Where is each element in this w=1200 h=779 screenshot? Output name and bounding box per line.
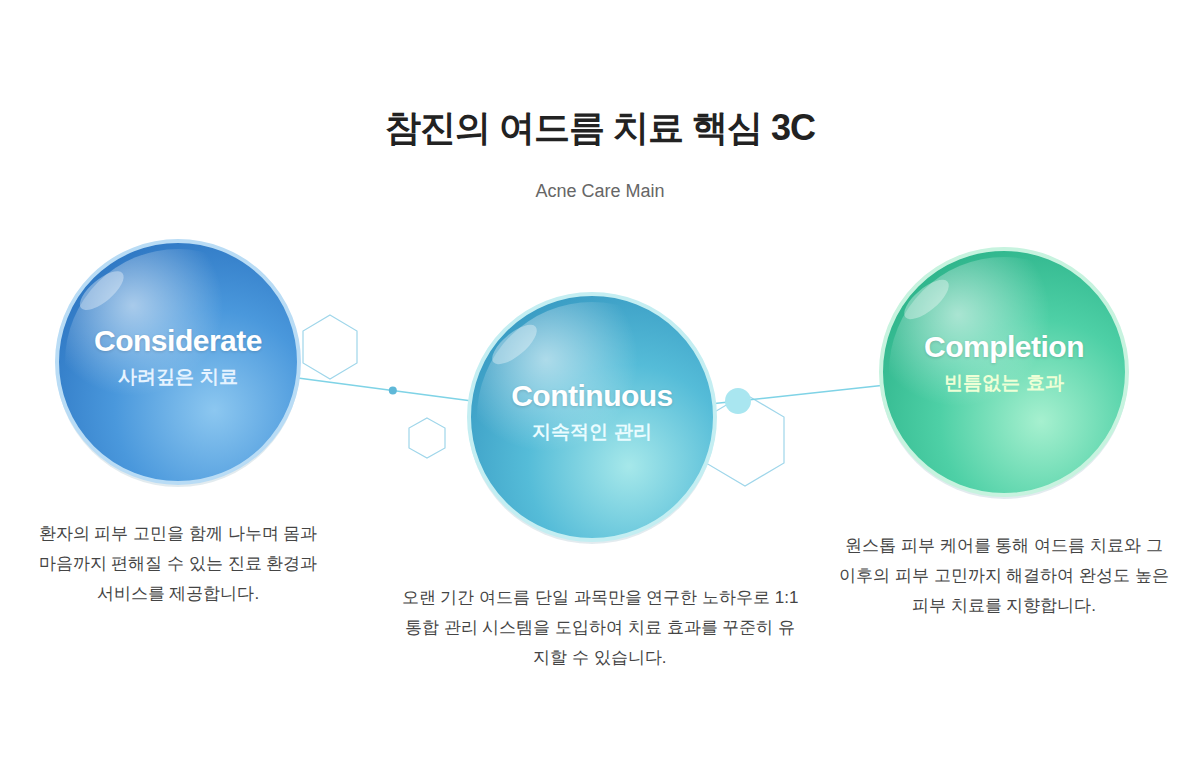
description-text: 환자의 피부 고민을 함께 나누며 몸과 마음까지 편해질 수 있는 진료 환경… <box>28 519 328 609</box>
bubble-circle: Continuous 지속적인 관리 <box>467 292 717 542</box>
subtitle: Acne Care Main <box>400 176 800 206</box>
hexagon <box>409 418 445 458</box>
circle-heading: Completion <box>924 329 1084 365</box>
circle-body <box>881 249 1127 495</box>
circle-body <box>57 241 299 483</box>
circle-shape <box>55 239 301 485</box>
connector-group <box>296 378 472 401</box>
connector-line <box>296 378 472 401</box>
circle-heading: Considerate <box>94 323 262 359</box>
connector-dot <box>725 388 751 414</box>
circle-highlight <box>889 257 1119 487</box>
connector-group <box>712 385 883 414</box>
circle-highlight <box>477 302 707 532</box>
circle-gloss <box>898 273 955 326</box>
circle-gloss <box>74 265 130 317</box>
circle-text-group: Considerate 사려깊은 치료 <box>94 323 262 390</box>
circle-subheading: 사려깊은 치료 <box>94 365 262 390</box>
description-text: 원스톱 피부 케어를 통해 여드름 치료와 그 이후의 피부 고민까지 해결하여… <box>839 531 1169 621</box>
circle-gloss <box>486 318 543 371</box>
circle-text-group: Completion 빈틈없는 효과 <box>924 329 1084 396</box>
circle-subheading: 지속적인 관리 <box>511 420 673 445</box>
bubble-circle: Considerate 사려깊은 치료 <box>55 239 301 485</box>
description-text: 오랜 기간 여드름 단일 과목만을 연구한 노하우로 1:1 통합 관리 시스템… <box>400 583 800 673</box>
hexagon <box>303 315 357 379</box>
circle-body <box>469 294 715 540</box>
circle-heading: Continuous <box>511 378 673 414</box>
circle-shape <box>467 292 717 542</box>
connector-dot <box>389 387 397 395</box>
bubble-circle: Completion 빈틈없는 효과 <box>879 247 1129 497</box>
circle-highlight <box>65 249 291 475</box>
circle-subheading: 빈틈없는 효과 <box>924 371 1084 396</box>
circle-text-group: Continuous 지속적인 관리 <box>511 378 673 445</box>
diagram-title: 참진의 여드름 치료 핵심 3C <box>0 104 1200 153</box>
